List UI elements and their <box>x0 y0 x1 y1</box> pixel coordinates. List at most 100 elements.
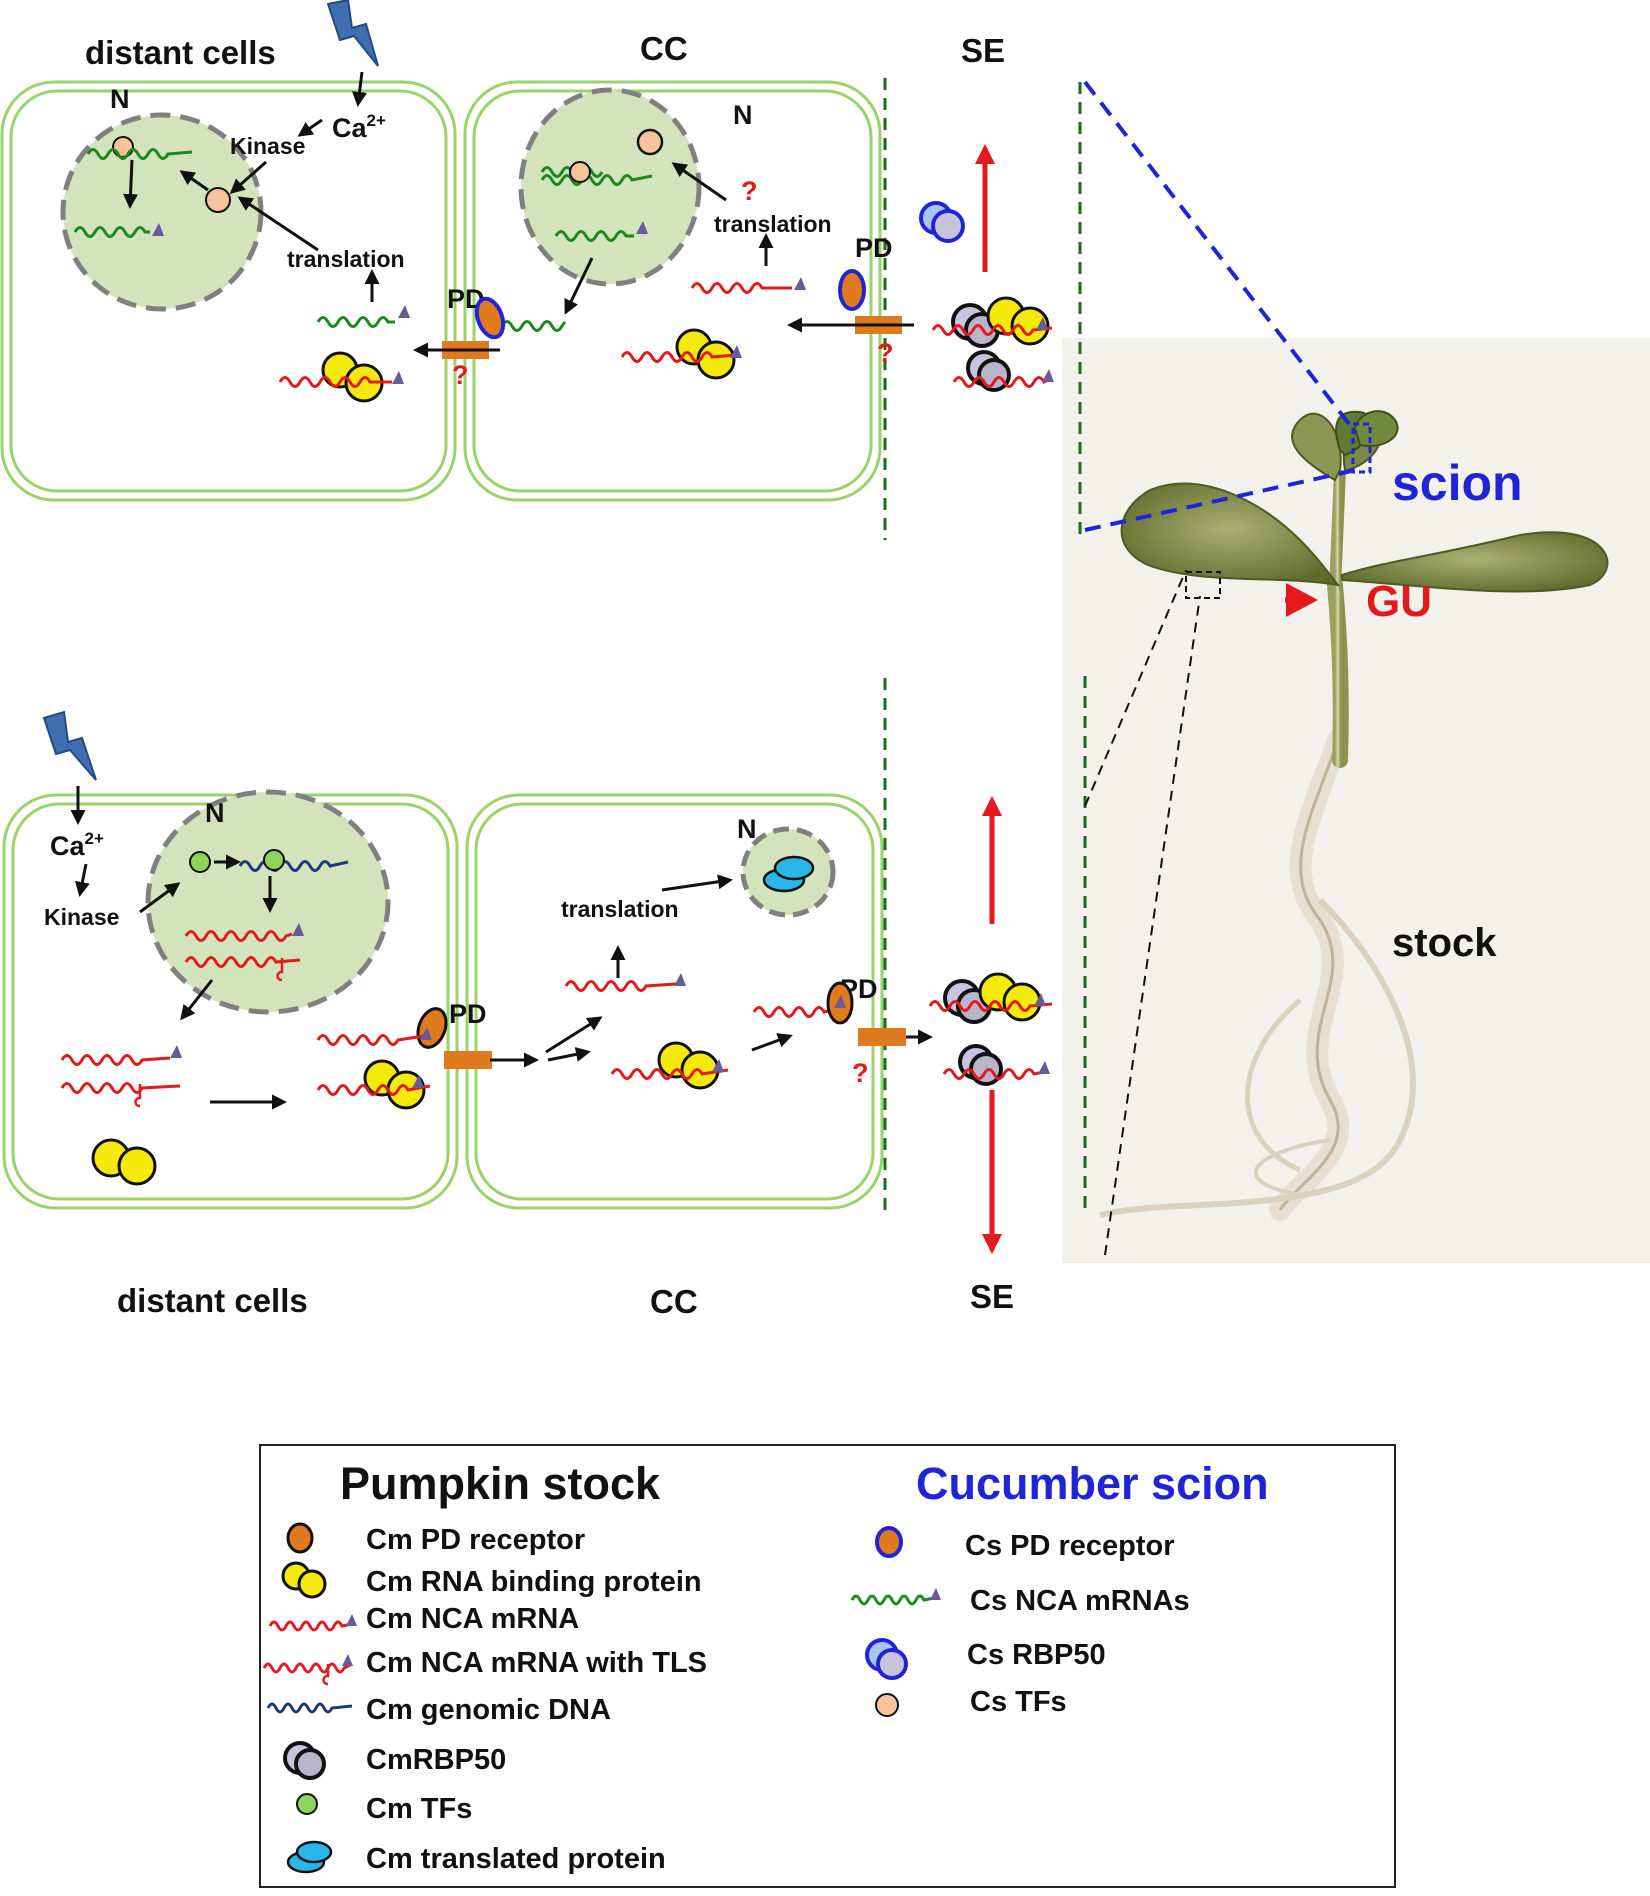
gu-label: GU <box>1366 577 1432 626</box>
legend-item-cm-pd-receptor: Cm PD receptor <box>366 1524 585 1556</box>
top-pd-label-2: PD <box>855 233 893 263</box>
cm-rbp50-complex <box>952 350 1054 392</box>
top-nucleus-label-1: N <box>110 84 130 114</box>
lightning-icon <box>42 710 97 781</box>
cs-nca-mrna-icon <box>554 230 634 242</box>
bottom-nucleus-label-2: N <box>737 814 757 844</box>
cs-rbp50-icon <box>919 201 965 243</box>
lightning-icon <box>326 0 379 67</box>
graft-union-arrow-icon <box>1286 583 1318 617</box>
bottom-se-label: SE <box>970 1278 1014 1315</box>
cs-nca-mrna-icon <box>86 148 193 160</box>
cm-nca-mrna-tls-icon <box>184 956 301 968</box>
yellow-double-circle-icon <box>281 1561 327 1599</box>
top-translation-label-2: translation <box>714 211 832 237</box>
cs-nca-mrna-icon <box>73 226 150 238</box>
scion-label: scion <box>1392 455 1523 511</box>
right-cotyledon <box>1341 531 1609 593</box>
cs-tf-icon <box>205 187 231 213</box>
top-nucleus-cc <box>518 87 702 287</box>
cm-pd-receptor-icon <box>416 1007 448 1049</box>
cm-rbp-complex <box>610 1041 729 1090</box>
bottom-pd-label-1: PD <box>449 999 487 1029</box>
cm-rbp-complex <box>278 351 404 403</box>
top-cc-label: CC <box>640 30 688 67</box>
cm-nca-mrna-icon <box>184 930 293 942</box>
bottom-cc-cell <box>465 793 884 1210</box>
cm-rbp50-complex <box>931 296 1053 348</box>
cm-rna-binding-protein-icon <box>91 1138 157 1186</box>
bottom-cc-label: CC <box>650 1283 698 1320</box>
orange-oval-icon <box>286 1522 314 1554</box>
gray-double-circle-icon <box>283 1741 326 1780</box>
legend-item-cm-rna-binding-protein: Cm RNA binding protein <box>366 1566 702 1598</box>
top-distant-cell <box>0 80 457 502</box>
cs-tf-icon <box>636 128 664 156</box>
bottom-nucleus-distant <box>145 789 391 1015</box>
legend-item-cmrbp50: CmRBP50 <box>366 1744 506 1776</box>
cm-tf-icon <box>189 851 211 873</box>
bottom-question: ? <box>852 1058 869 1088</box>
plant-photo: scion GU stock <box>1062 80 1650 1263</box>
navy-wave-icon <box>266 1702 353 1714</box>
blue-double-circle-icon <box>865 1638 908 1680</box>
legend-item-cm-tfs: Cm TFs <box>366 1793 472 1825</box>
top-question-1: ? <box>452 360 469 390</box>
stock-label: stock <box>1392 921 1497 965</box>
cm-rbp-complex <box>316 1059 431 1110</box>
top-panel: distant cells CC SE N N Ca2+ Kinase tran… <box>0 0 1054 540</box>
legend-pumpkin-title: Pumpkin stock <box>340 1458 661 1509</box>
top-translation-label-1: translation <box>287 246 405 272</box>
top-kinase-label: Kinase <box>230 133 305 159</box>
red-wave-tls-icon <box>262 1654 353 1686</box>
legend: Pumpkin stock Cucumber scion <box>259 1444 1396 1888</box>
bottom-nucleus-label-1: N <box>205 798 225 828</box>
bottom-distant-cells-label: distant cells <box>117 1282 308 1319</box>
top-nucleus-label-2: N <box>733 100 753 130</box>
top-question-2: ? <box>741 176 758 206</box>
top-cc-cell <box>463 80 882 502</box>
cm-nca-mrna-icon <box>316 1034 425 1046</box>
legend-item-cm-nca-mrna-tls: Cm NCA mRNA with TLS <box>366 1647 707 1679</box>
cm-nca-mrna-icon <box>752 1006 841 1018</box>
bottom-ca-label: Ca2+ <box>50 829 104 861</box>
bottom-translation-label: translation <box>561 896 679 922</box>
red-wave-icon <box>268 1614 357 1632</box>
bottom-kinase-label: Kinase <box>44 904 119 930</box>
pd-channel-icon <box>858 1028 906 1046</box>
top-distant-cells-label: distant cells <box>85 34 276 71</box>
cm-nca-mrna-icon <box>564 980 677 992</box>
legend-cucumber-title: Cucumber scion <box>916 1458 1269 1509</box>
cs-pd-receptor-icon <box>838 269 866 311</box>
legend-item-cm-genomic-dna: Cm genomic DNA <box>366 1694 611 1726</box>
cm-nca-mrna-icon <box>690 282 792 294</box>
green-wave-icon <box>850 1588 941 1606</box>
cm-genomic-dna-icon <box>238 860 349 872</box>
top-ca-label: Ca2+ <box>332 111 386 143</box>
pd-channel-icon <box>444 1051 492 1069</box>
cs-nca-mrna-icon <box>316 316 395 328</box>
top-se-label: SE <box>961 32 1005 69</box>
legend-item-cs-pd-receptor: Cs PD receptor <box>965 1530 1175 1562</box>
cm-rbp-complex <box>620 328 742 380</box>
peach-circle-icon <box>875 1693 899 1717</box>
cs-pd-receptor-icon <box>474 296 506 340</box>
cyan-protein-icon <box>286 1840 333 1874</box>
cs-tf-icon <box>112 136 134 158</box>
cm-rbp50-complex <box>942 1044 1050 1086</box>
cm-translated-protein-icon <box>762 855 815 893</box>
cs-nca-mrna-icon <box>500 320 567 332</box>
bottom-panel: distant cells CC SE N N Ca2+ Kinase tran… <box>2 678 1053 1320</box>
cm-rbp50-complex <box>928 972 1053 1024</box>
cm-nca-mrna-icon <box>60 1054 171 1066</box>
legend-item-cm-translated-protein: Cm translated protein <box>366 1843 666 1875</box>
legend-item-cm-nca-mrna: Cm NCA mRNA <box>366 1603 579 1635</box>
green-circle-icon <box>296 1793 318 1815</box>
legend-item-cs-tfs: Cs TFs <box>970 1686 1067 1718</box>
legend-item-cs-nca-mrnas: Cs NCA mRNAs <box>970 1585 1190 1617</box>
blue-outlined-oval-icon <box>875 1526 903 1558</box>
legend-item-cs-rbp50: Cs RBP50 <box>967 1639 1106 1671</box>
cm-nca-mrna-tls-icon <box>60 1082 181 1094</box>
top-question-3: ? <box>877 338 894 368</box>
